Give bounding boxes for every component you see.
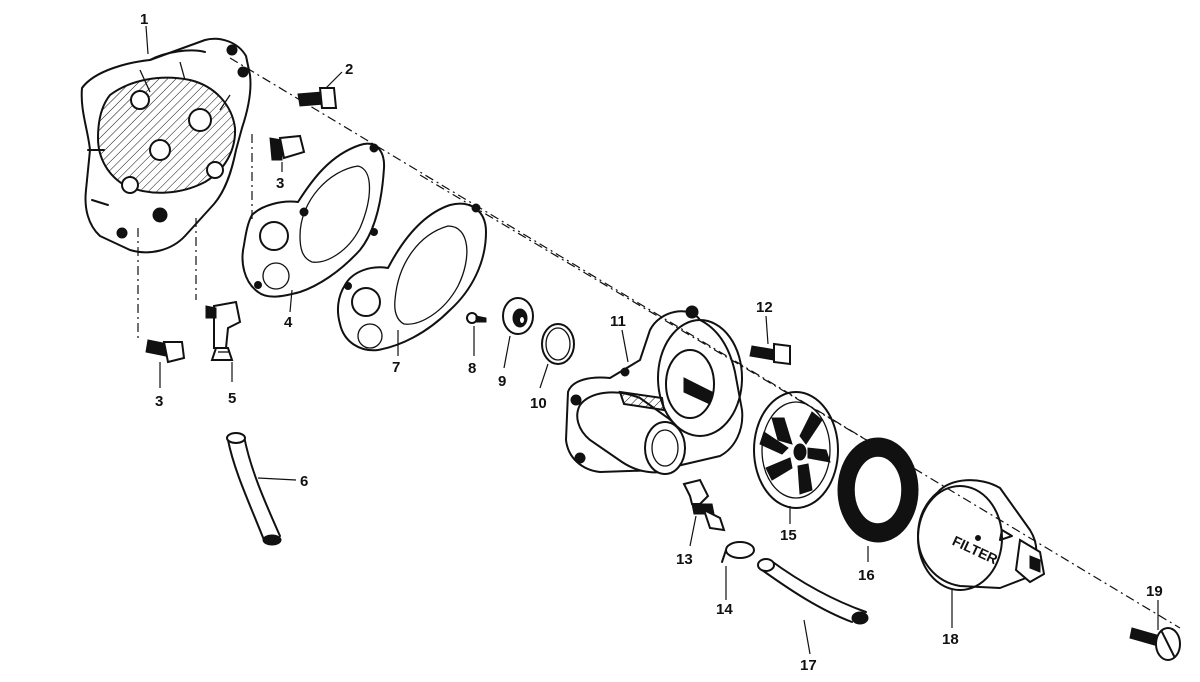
o-ring-part-10	[541, 323, 575, 365]
callout-1: 1	[140, 11, 148, 28]
screw-part-8	[466, 312, 487, 324]
callout-11: 11	[610, 313, 626, 330]
callout-9: 9	[498, 373, 506, 390]
callout-leaders	[145, 25, 1159, 655]
valve-part-9	[502, 297, 534, 335]
pump-housing-part-11	[565, 305, 744, 475]
screw-part-19	[1129, 627, 1181, 661]
callout-18: 18	[942, 631, 959, 648]
callout-3-upper: 3	[276, 175, 284, 192]
callout-2: 2	[345, 61, 353, 78]
callout-labels: 1 2 3 3 4 5 6 7 8 9 10 11 12 13 14 15 16…	[140, 11, 1163, 674]
callout-5: 5	[228, 390, 236, 407]
screw-part-2	[297, 87, 338, 109]
callout-3-lower: 3	[155, 393, 163, 410]
diaphragm-part-7	[336, 202, 487, 352]
bolt-part-3-upper	[269, 134, 306, 161]
fitting-part-13	[682, 478, 726, 532]
hose-part-6	[226, 432, 282, 546]
callout-12: 12	[756, 299, 773, 316]
hose-part-17	[757, 558, 869, 625]
filter-bowl-part-18: FILTER	[917, 479, 1046, 591]
callout-13: 13	[676, 551, 693, 568]
hose-clamp-part-14	[721, 541, 755, 563]
body-mount-leaders	[137, 134, 253, 342]
bolt-part-3-lower	[145, 339, 186, 364]
callout-15: 15	[780, 527, 797, 544]
gasket-ring-part-16	[837, 437, 919, 543]
callout-16: 16	[858, 567, 875, 584]
callout-17: 17	[800, 657, 817, 674]
callout-8: 8	[468, 360, 476, 377]
callout-19: 19	[1146, 583, 1163, 600]
callout-4: 4	[284, 314, 293, 331]
screw-part-12	[749, 342, 791, 366]
gasket-part-4	[241, 142, 386, 298]
callout-7: 7	[392, 359, 400, 376]
callout-14: 14	[716, 601, 733, 618]
pump-body-part	[80, 37, 252, 254]
callout-6: 6	[300, 473, 308, 490]
elbow-fitting-part-5	[205, 300, 242, 361]
callout-10: 10	[530, 395, 547, 412]
filter-screen-part-15	[753, 391, 839, 509]
